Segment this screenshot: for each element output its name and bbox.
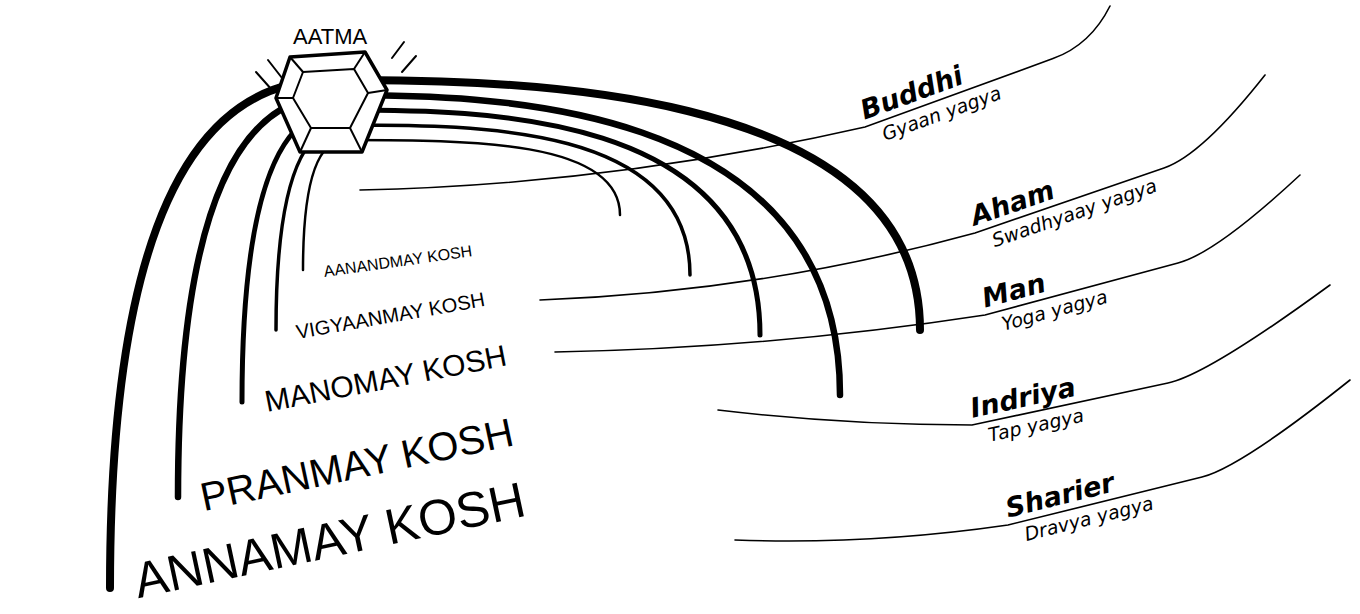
gem-facet-lines: [276, 52, 387, 152]
kosh-label-holder: MANOMAY KOSH: [262, 341, 509, 417]
gem-symbol: [256, 42, 416, 152]
shine-ray: [402, 56, 416, 72]
leader-line: [360, 6, 1110, 190]
kosh-label-holder: AANANDMAY KOSH: [323, 243, 473, 280]
gem-facet-line: [290, 57, 303, 72]
shine-ray: [256, 72, 272, 90]
gem-outline: [276, 52, 387, 152]
leader-line: [718, 285, 1330, 425]
aatma-label-holder: AATMA: [293, 26, 367, 48]
aatma-label: AATMA: [293, 26, 367, 48]
leader-lines: [360, 6, 1350, 541]
kosh-label-holder: VIGYAANMAY KOSH: [295, 289, 487, 342]
shine-ray: [268, 60, 282, 78]
gem-facet-line: [354, 52, 365, 69]
kosh-label: MANOMAY KOSH: [262, 341, 509, 417]
shine-rays: [256, 42, 416, 90]
shine-ray: [392, 42, 404, 58]
gem-facet-line: [368, 90, 387, 93]
kosh-label-holder: ANNAMAY KOSH: [130, 474, 530, 606]
leader-line: [555, 175, 1300, 352]
gem-facet-line: [276, 97, 293, 99]
kosh-label: VIGYAANMAY KOSH: [295, 289, 487, 342]
kosh-label: AANANDMAY KOSH: [323, 243, 473, 280]
gem-facet-line: [300, 128, 311, 152]
gem-facet: [293, 69, 368, 128]
gem-facet-line: [350, 128, 362, 152]
kosh-label: ANNAMAY KOSH: [130, 474, 530, 606]
